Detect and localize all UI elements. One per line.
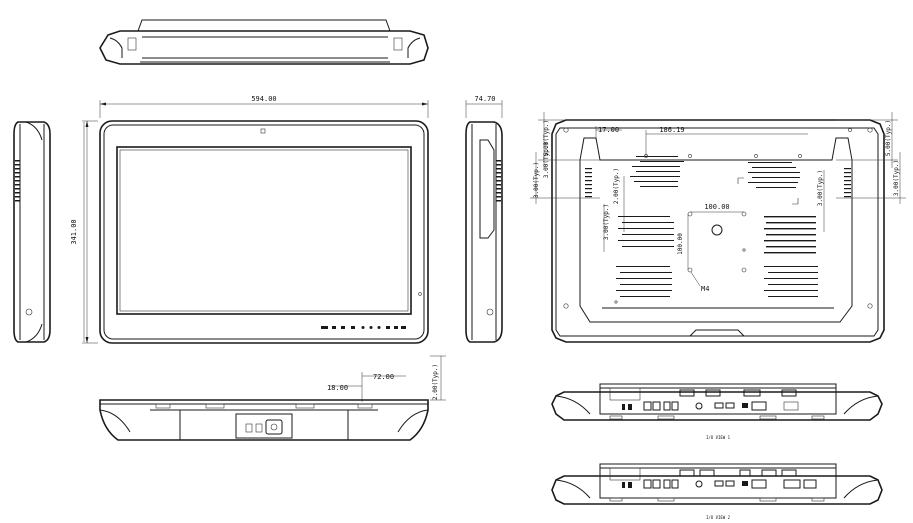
io-view-2-label: I/O VIEW 2 (706, 515, 731, 520)
mount-span-dimension: 186.19 (659, 126, 684, 134)
rear-side-grilles (585, 168, 851, 198)
left-side-view (13, 121, 85, 343)
front-height-dimension: 341.00 (70, 219, 78, 244)
io-view-1-label: I/O VIEW 1 (706, 435, 731, 440)
typ-a: 5.00(Typ.) (543, 120, 550, 156)
rear-vent-slots (616, 156, 818, 297)
right-side-view: 74.70 (465, 95, 503, 343)
screw-label: M4 (701, 285, 709, 293)
top-view (99, 19, 429, 65)
typ-e: 3.00(Typ.) (533, 162, 540, 198)
front-button-row (321, 326, 406, 329)
bottom-typ: 2.00(Typ.) (432, 364, 439, 400)
typ-d: 3.00(Typ.) (603, 204, 610, 240)
io-view-1: I/O VIEW 1 (551, 383, 883, 440)
vesa-v-dimension: 100.00 (677, 233, 684, 255)
front-width-dimension: 594.00 (251, 95, 276, 103)
vesa-pattern (687, 211, 747, 287)
front-view: 594.00 341.00 (70, 95, 429, 344)
io-view-2: I/O VIEW 2 (551, 463, 883, 520)
vesa-h-dimension: 100.00 (704, 203, 729, 211)
typ-h: 3.00(Typ.) (893, 160, 900, 196)
typ-b: 3.00(Typ.) (543, 142, 550, 178)
typ-c: 2.00(Typ.) (613, 168, 620, 204)
side-depth-dimension: 74.70 (474, 95, 495, 103)
bottom-dim-b: 72.00 (373, 373, 394, 381)
side-vent-grille-right (496, 160, 501, 202)
bottom-view: 18.00 72.00 2.00(Typ.) (99, 355, 446, 441)
side-vent-grille (15, 160, 20, 202)
rear-view: 100.00 100.00 M4 17.00 186.19 5.00(Typ.)… (530, 112, 906, 343)
typ-g: 5.00(Typ.) (885, 120, 892, 156)
typ-f: 3.00(Typ.) (817, 170, 824, 206)
mount-offset-dimension: 17.00 (598, 126, 619, 134)
bottom-dim-a: 18.00 (327, 384, 348, 392)
